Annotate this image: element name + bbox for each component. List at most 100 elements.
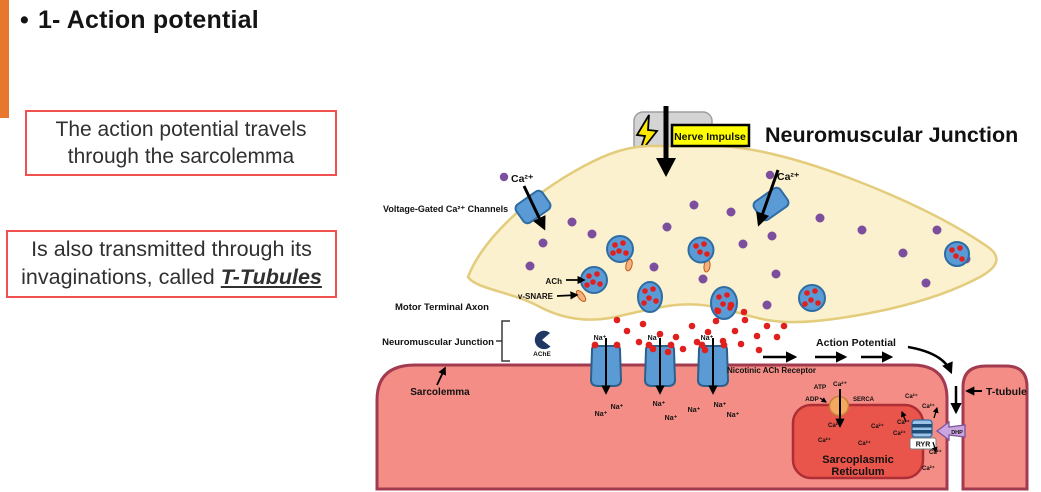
v-snare-pointer xyxy=(556,291,579,300)
atp-label: ATP xyxy=(814,384,827,391)
svg-text:Ca²⁺: Ca²⁺ xyxy=(871,423,884,430)
calcium-ion xyxy=(767,231,777,241)
svg-text:Na⁺: Na⁺ xyxy=(595,411,608,418)
svg-text:Na⁺: Na⁺ xyxy=(714,402,727,409)
ryr-bar xyxy=(912,430,932,434)
calcium-ion xyxy=(567,217,577,227)
calcium-ion xyxy=(765,170,775,180)
ca-entry-arrow-left xyxy=(522,185,546,231)
v-snare-tail xyxy=(625,258,633,272)
ap-curved-arrow xyxy=(907,345,953,375)
neuromuscular-junction-label: Neuromuscular Junction xyxy=(382,337,494,348)
calcium-ion xyxy=(932,225,942,235)
calcium-ion xyxy=(762,300,772,310)
calcium-ion xyxy=(499,172,509,182)
ryr-bar xyxy=(912,424,932,428)
sr-label-line1: Sarcoplasmic xyxy=(822,454,894,466)
ryr-label: RYR xyxy=(916,442,931,449)
sarcolemma-label: Sarcolemma xyxy=(410,387,470,398)
calcium-ions xyxy=(525,200,971,310)
calcium-ion xyxy=(726,207,736,217)
serca-ca-label: Ca²⁺ xyxy=(833,381,847,388)
svg-text:Na⁺: Na⁺ xyxy=(701,335,714,342)
sr-label-line2: Reticulum xyxy=(831,466,884,478)
ca-release-arrow xyxy=(931,441,938,454)
page-title: • 1- Action potential xyxy=(20,6,259,35)
ca-label-left: Ca²⁺ xyxy=(511,173,534,185)
nerve-impulse-arrowhead xyxy=(656,158,676,177)
callout-box-ttubules: Is also transmitted through its invagina… xyxy=(6,230,337,298)
ryr-channel xyxy=(911,419,933,438)
title-text: 1- Action potential xyxy=(37,6,259,34)
svg-text:Na⁺: Na⁺ xyxy=(611,404,624,411)
calcium-ion xyxy=(857,225,867,235)
calcium-ion xyxy=(538,238,548,248)
title-bullet: • xyxy=(20,6,29,34)
ach-label: ACh xyxy=(546,277,563,286)
dhp-label: DHP xyxy=(951,430,963,436)
ryr-label-box xyxy=(909,437,937,450)
na-channel xyxy=(589,338,623,395)
svg-text:Ca²⁺: Ca²⁺ xyxy=(905,393,918,400)
voltage-gated-channels-label: Voltage-Gated Ca²⁺ Channels xyxy=(383,204,508,214)
svg-text:Na⁺: Na⁺ xyxy=(594,335,607,342)
svg-text:Na⁺: Na⁺ xyxy=(727,412,740,419)
adp-label: ADP xyxy=(805,396,819,403)
svg-text:Na⁺: Na⁺ xyxy=(665,415,678,422)
action-potential-label: Action Potential xyxy=(816,337,896,349)
svg-text:Ca²⁺: Ca²⁺ xyxy=(893,430,906,437)
na-labels: Na⁺Na⁺Na⁺ Na⁺Na⁺ Na⁺Na⁺ Na⁺Na⁺ Na⁺ xyxy=(594,335,740,422)
calcium-ion xyxy=(815,213,825,223)
svg-text:Ca²⁺: Ca²⁺ xyxy=(922,465,935,472)
v-snare-label: v-SNARE xyxy=(518,292,554,301)
callout-line: through the sarcolemma xyxy=(67,145,295,168)
nerve-impulse-label: Nerve Impulse xyxy=(674,131,746,143)
svg-text:Ca²⁺: Ca²⁺ xyxy=(922,403,935,410)
ca-release-arrow xyxy=(932,406,939,419)
calcium-ion xyxy=(689,200,699,210)
calcium-ion xyxy=(649,262,659,272)
svg-text:Na⁺: Na⁺ xyxy=(688,407,701,414)
svg-text:Na⁺: Na⁺ xyxy=(653,401,666,408)
ca-release-arrow xyxy=(901,410,907,423)
t-tubules-highlight: T-Tubules xyxy=(220,265,322,289)
svg-text:Ca²⁺: Ca²⁺ xyxy=(818,437,831,444)
diagram-heading: Neuromuscular Junction xyxy=(765,123,1018,147)
na-channel xyxy=(696,338,730,395)
nicotinic-receptor-label: Nicotinic ACh Receptor xyxy=(727,366,816,375)
callout-box-sarcolemma: The action potential travels through the… xyxy=(25,110,337,176)
ache-icon xyxy=(534,330,551,350)
released-ach xyxy=(613,301,788,356)
na-channel xyxy=(643,338,677,395)
ache-label: AChE xyxy=(533,351,551,358)
sarcolemma-pointer xyxy=(436,366,446,386)
nerve-impulse-label-box xyxy=(670,123,751,148)
ca-entry-arrow-right xyxy=(756,169,780,227)
t-tubule-label: T-tubule xyxy=(986,386,1027,398)
adp-arrow xyxy=(819,397,827,403)
dhp-receptor xyxy=(935,420,966,442)
calcium-ion xyxy=(921,278,931,288)
svg-text:Ca²⁺: Ca²⁺ xyxy=(858,440,871,447)
svg-text:Ca²⁺: Ca²⁺ xyxy=(828,422,841,429)
svg-text:Ca²⁺: Ca²⁺ xyxy=(897,419,910,426)
calcium-ion xyxy=(587,229,597,239)
calcium-ion xyxy=(662,222,672,232)
motor-terminal-axon-label: Motor Terminal Axon xyxy=(395,302,489,313)
calcium-ion xyxy=(698,274,708,284)
serca-label: SERCA xyxy=(853,397,875,403)
calcium-ion xyxy=(525,261,535,271)
svg-text:Na⁺: Na⁺ xyxy=(648,335,661,342)
callout-line: invaginations, called T-Tubules xyxy=(8,264,335,292)
ca-label-right: Ca²⁺ xyxy=(777,171,800,183)
calcium-ion xyxy=(771,269,781,279)
junction-bracket xyxy=(501,320,510,362)
nicotinic-receptors xyxy=(589,338,730,395)
synaptic-vesicles xyxy=(575,235,970,320)
callout-line: Is also transmitted through its xyxy=(31,237,312,262)
calcium-ion xyxy=(738,239,748,249)
callout-line-prefix: invaginations, called xyxy=(21,265,221,289)
accent-bar xyxy=(0,0,9,118)
